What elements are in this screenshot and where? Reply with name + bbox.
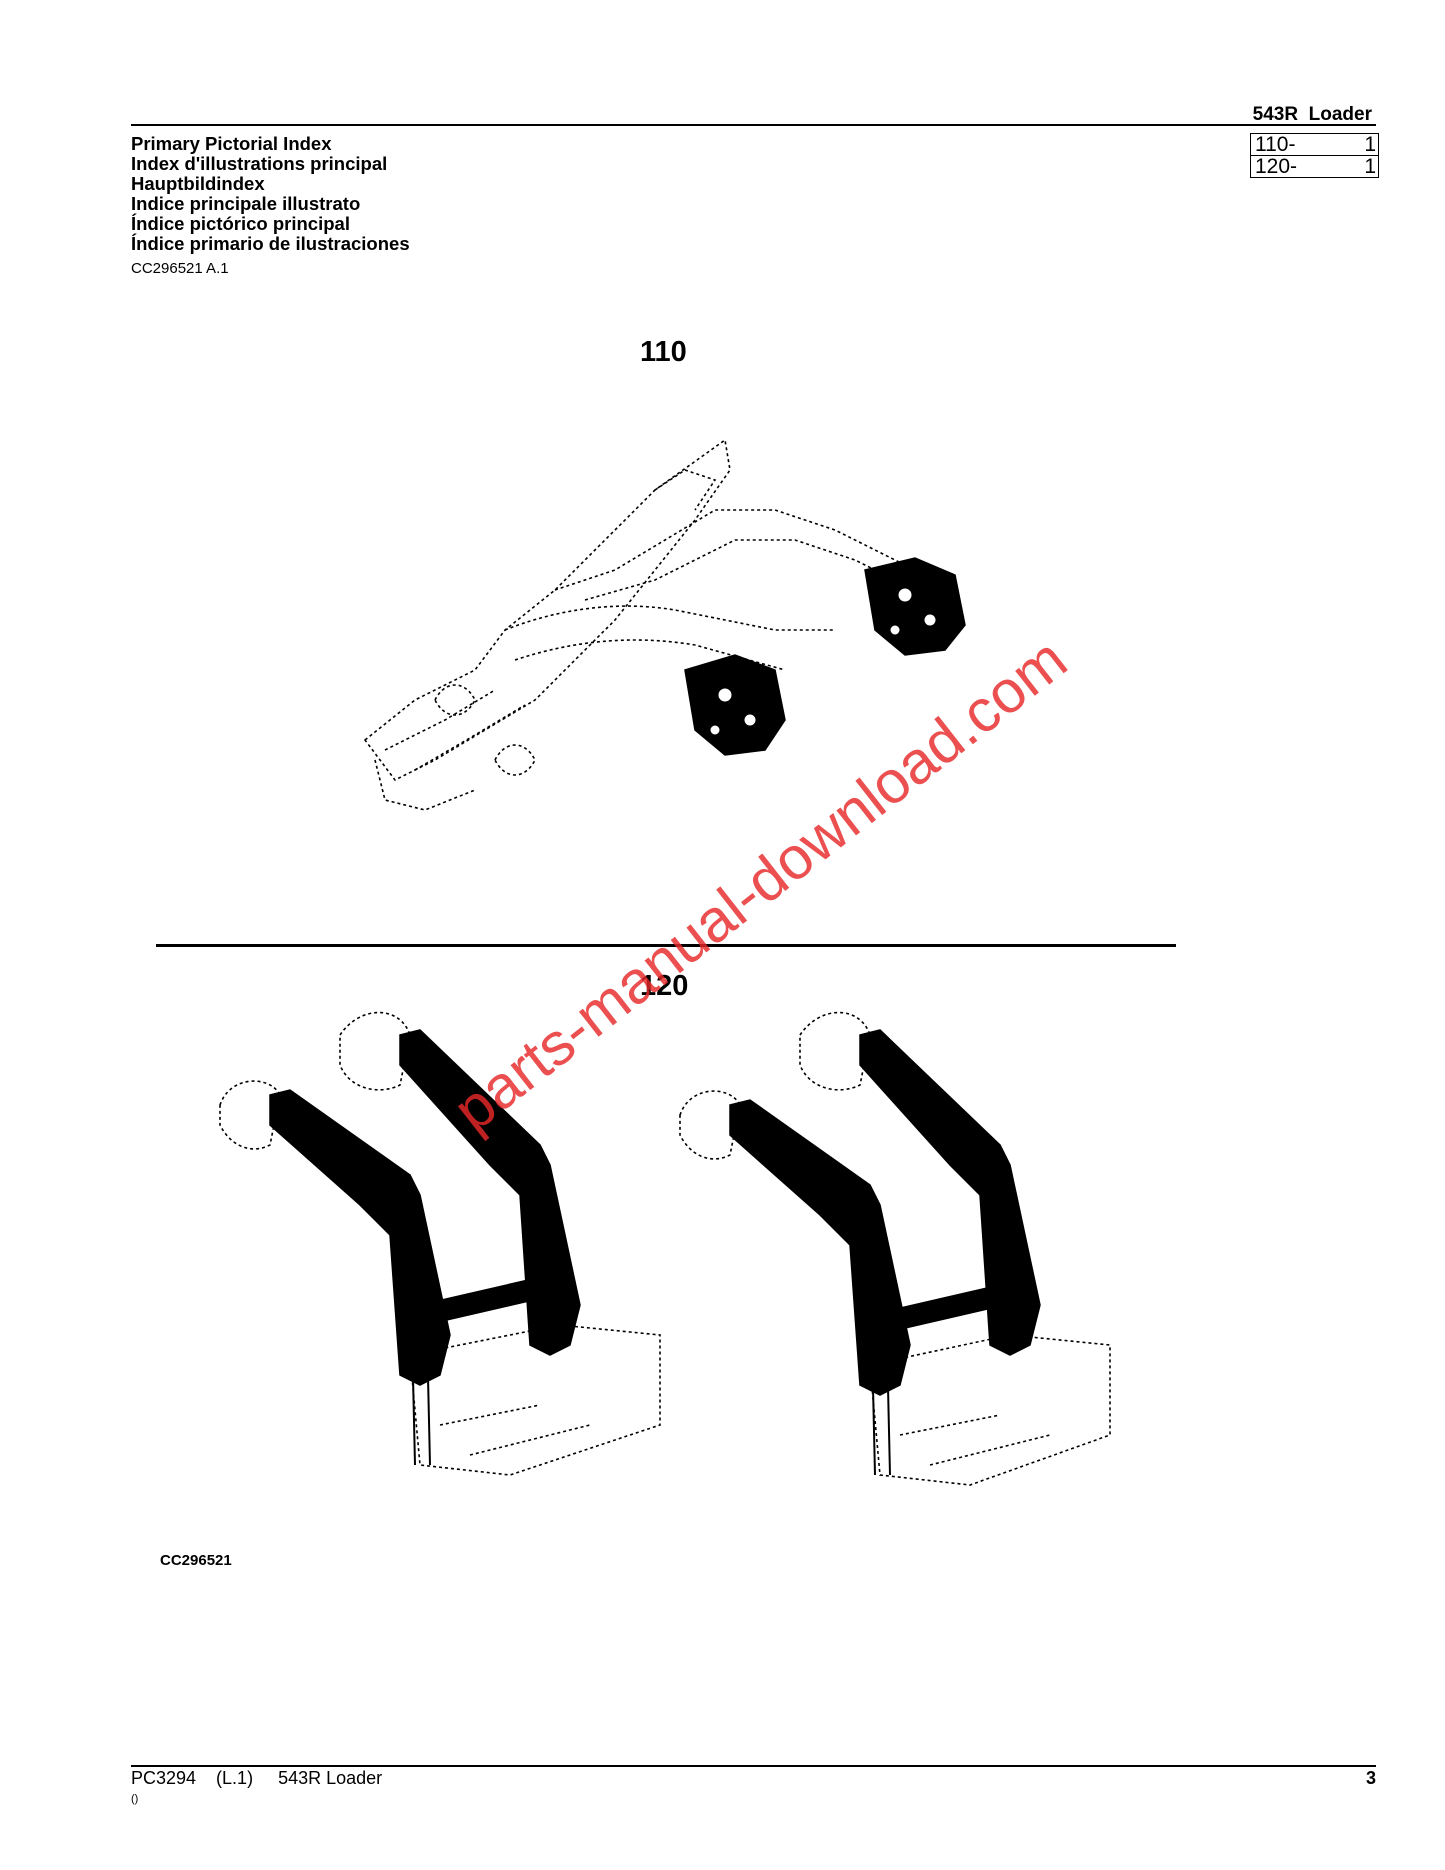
illustration-110-mounting-frames[interactable] [355,430,1075,850]
title-french: Index d'illustrations principal [131,153,388,174]
section-label-110[interactable]: 110 [640,336,687,368]
reference-code: CC296521 A.1 [131,260,229,277]
section-divider [156,944,1176,947]
title-english: Primary Pictorial Index [131,133,332,154]
group-index-table: 110- 1 120- 1 [1250,133,1379,178]
illustration-120-loader-arms[interactable] [210,995,1140,1515]
index-page: 1 [1364,133,1376,156]
footer-publication: PC3294 (L.1) 543R Loader [131,1768,383,1788]
section-label-120[interactable]: 120 [640,970,689,1002]
footer-rule [131,1765,1376,1767]
index-group: 120- [1255,155,1298,178]
page-number: 3 [1365,1768,1376,1788]
title-german: Hauptbildindex [131,173,265,194]
figure-code: CC296521 [160,1552,232,1569]
index-page: 1 [1364,155,1376,178]
index-group: 110- [1255,133,1296,156]
document-header-title: 543R Loader [1252,104,1372,125]
header-rule [131,124,1376,126]
title-spanish: Índice primario de ilustraciones [131,233,410,254]
title-portuguese: Índice pictórico principal [131,213,350,234]
index-row-120[interactable]: 120- 1 [1251,155,1378,177]
title-italian: Indice principale illustrato [131,193,361,214]
index-titles: Primary Pictorial Index Index d'illustra… [131,134,410,254]
footer-sub: () [131,1793,139,1805]
index-row-110[interactable]: 110- 1 [1251,134,1378,155]
